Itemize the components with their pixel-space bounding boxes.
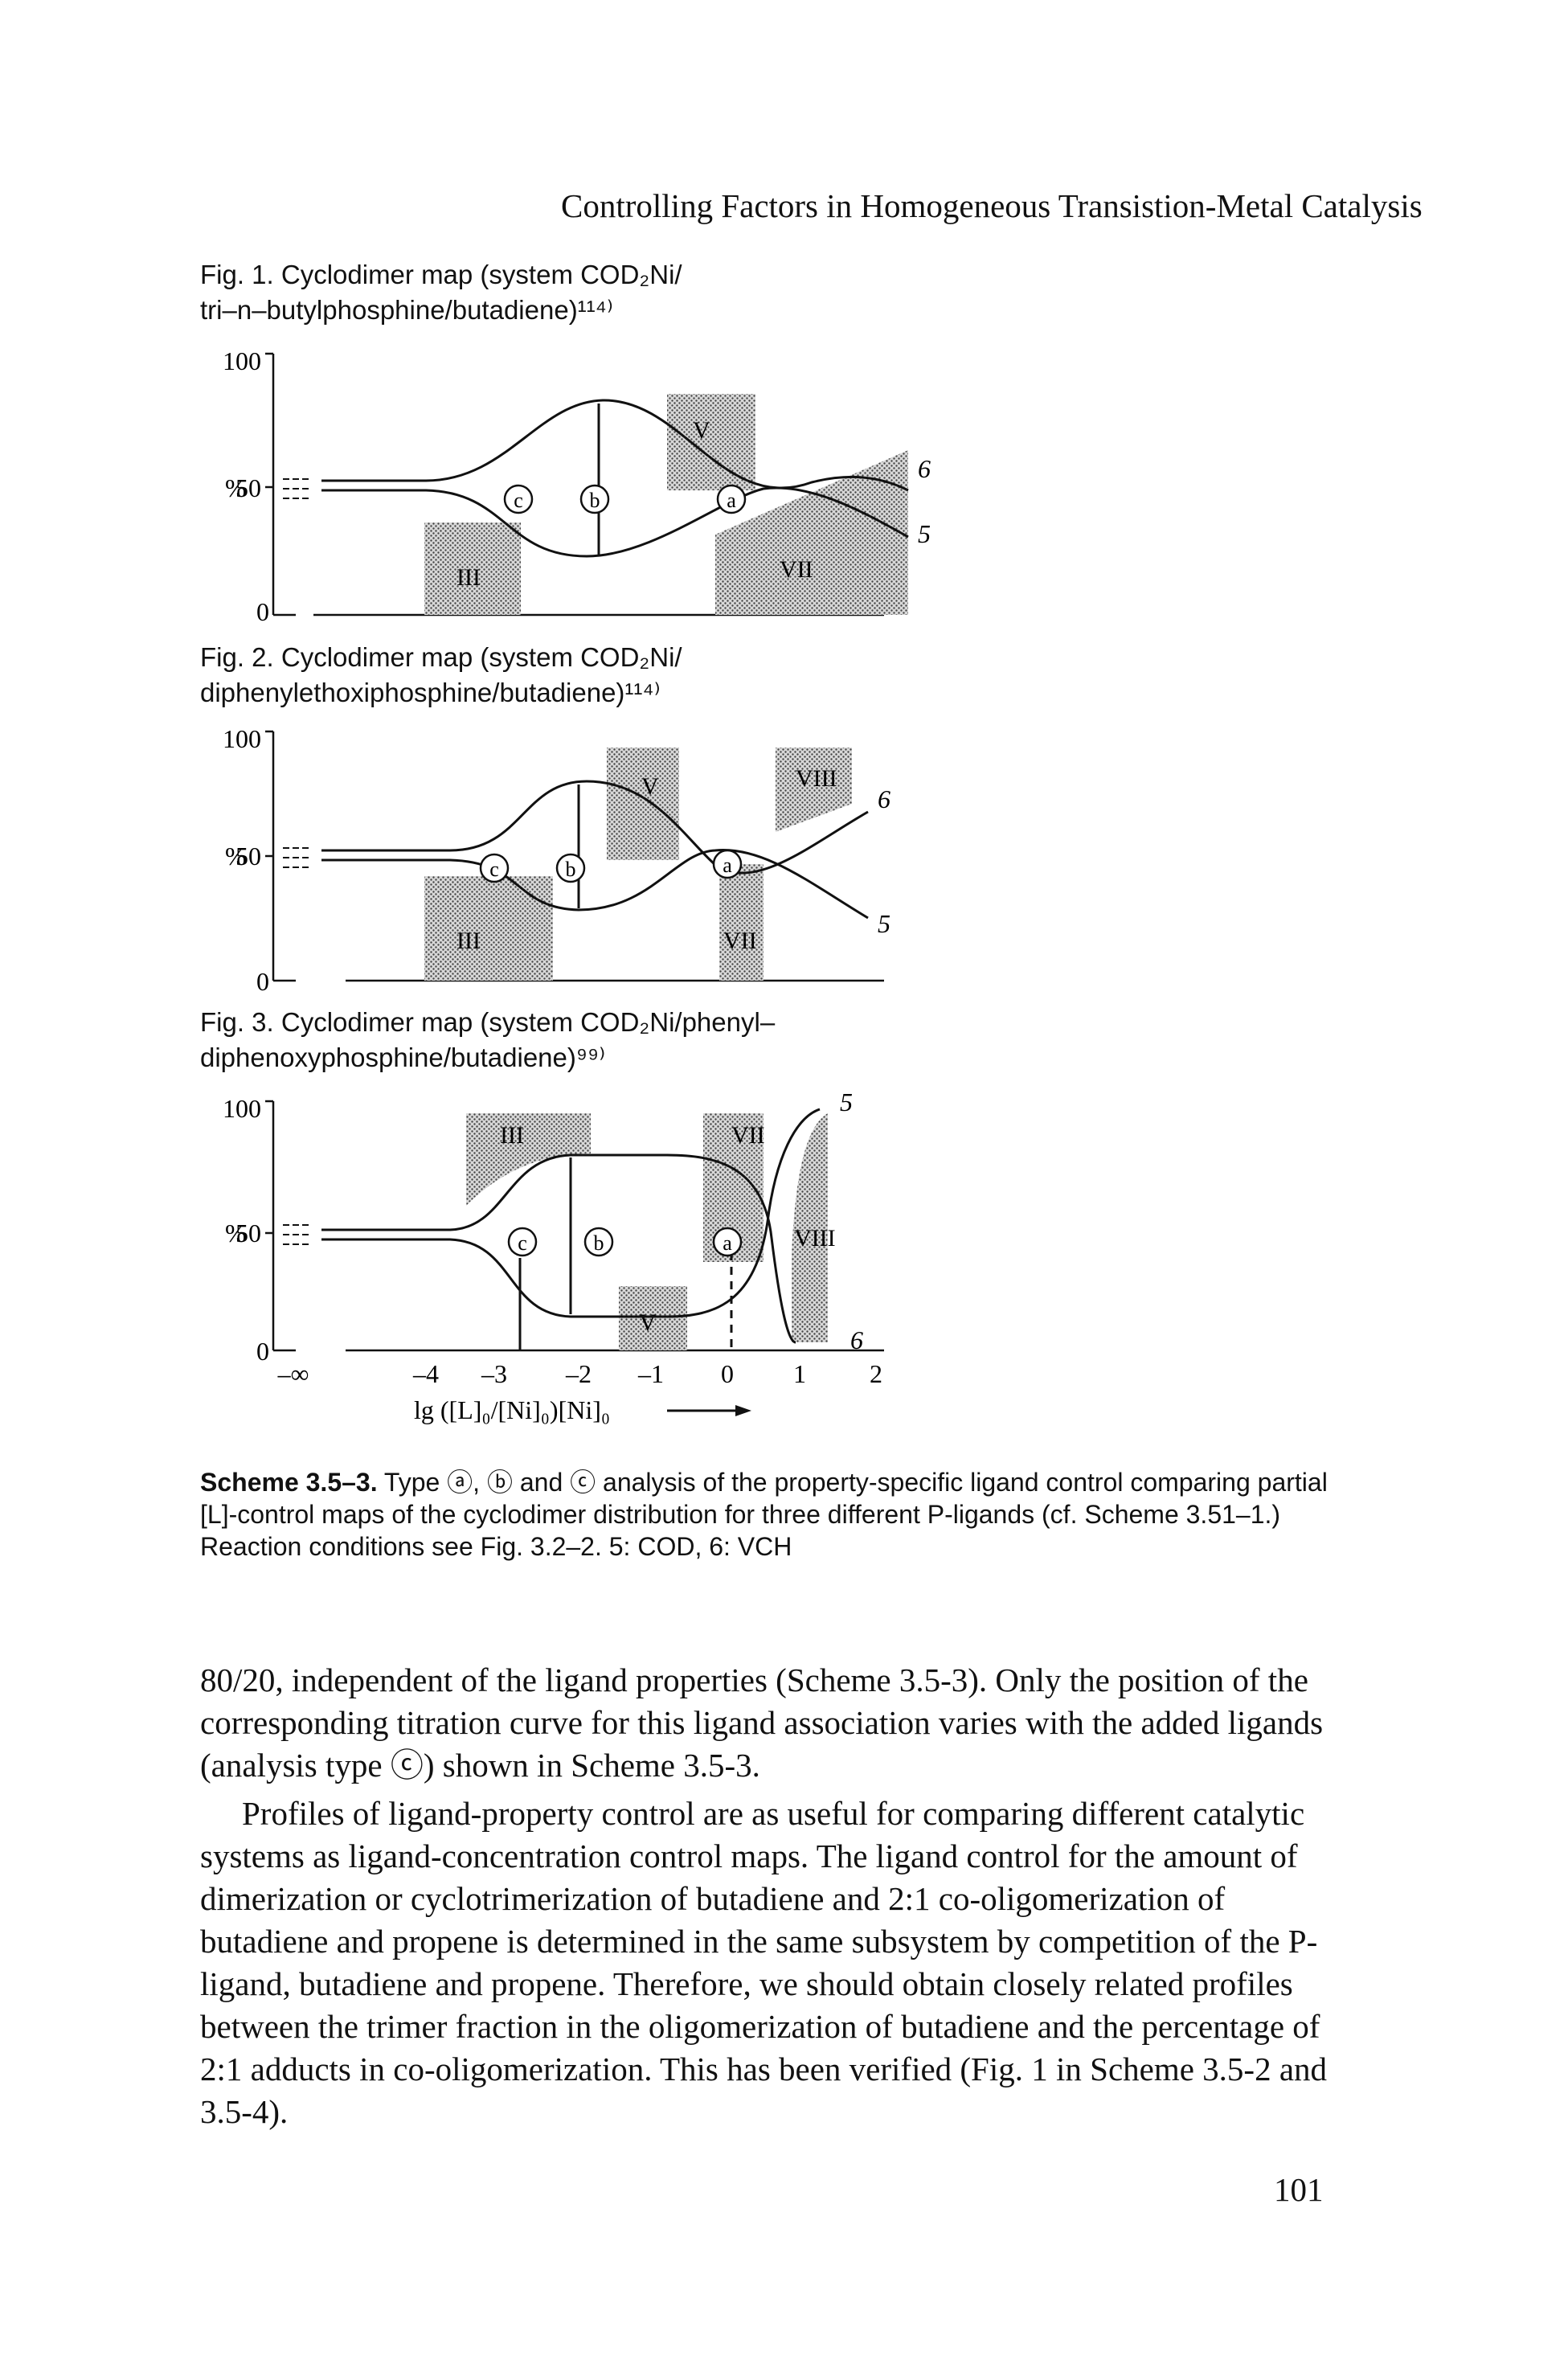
figure-2-caption: Fig. 2. Cyclodimer map (system COD₂Ni/ d… bbox=[200, 640, 682, 711]
curve-label-5: 5 bbox=[918, 519, 931, 548]
region-V bbox=[607, 748, 679, 860]
curve-label-6: 6 bbox=[878, 785, 890, 813]
x-tick-neg3: –3 bbox=[481, 1359, 507, 1388]
curve-label-6: 6 bbox=[918, 454, 931, 483]
figure-1-plot: 100 % 50 0 III V VII 6 5 c b a bbox=[223, 346, 931, 626]
curve-label-5: 5 bbox=[840, 1088, 853, 1116]
scheme-caption-label: Scheme 3.5–3. bbox=[200, 1468, 378, 1497]
x-axis-label: lg ([L]₀/[Ni]₀)[Ni]₀ bbox=[414, 1395, 610, 1424]
svg-text:c: c bbox=[514, 489, 523, 512]
region-III bbox=[424, 522, 521, 615]
y-tick-50: 50 bbox=[235, 473, 261, 502]
curve-6 bbox=[321, 780, 869, 875]
curve-label-6: 6 bbox=[850, 1325, 863, 1354]
y-tick-100: 100 bbox=[223, 724, 261, 753]
body-paragraph-2: Profiles of ligand-property control are … bbox=[200, 1795, 1328, 2130]
figure-3-caption: Fig. 3. Cyclodimer map (system COD₂Ni/ph… bbox=[200, 1005, 775, 1075]
curve-6 bbox=[321, 1108, 821, 1318]
y-tick-50: 50 bbox=[235, 1219, 261, 1248]
curve-5 bbox=[321, 849, 869, 920]
x-tick-neg-inf: –∞ bbox=[277, 1359, 309, 1388]
x-tick-neg2: –2 bbox=[565, 1359, 592, 1388]
figure-3-caption-line1: Fig. 3. Cyclodimer map (system COD₂Ni/ph… bbox=[200, 1007, 776, 1037]
y-unit: % bbox=[225, 473, 247, 502]
scheme-caption: Scheme 3.5–3. Type ⓐ, ⓑ and ⓒ analysis o… bbox=[200, 1466, 1341, 1563]
curve-6 bbox=[321, 399, 909, 492]
y-tick-0: 0 bbox=[256, 967, 269, 996]
region-label-III: III bbox=[456, 928, 481, 954]
region-label-III: III bbox=[500, 1122, 524, 1149]
region-label-V: V bbox=[639, 1309, 657, 1336]
figure-3-plot: 100 % 50 0 III V VII VIII 5 6 c b a –∞ –… bbox=[223, 1088, 884, 1424]
x-tick-1: 1 bbox=[793, 1359, 806, 1388]
figure-1-caption: Fig. 1. Cyclodimer map (system COD₂Ni/ t… bbox=[200, 257, 682, 328]
region-label-V: V bbox=[693, 417, 710, 444]
x-tick-2: 2 bbox=[870, 1359, 882, 1388]
region-label-VIII: VIII bbox=[796, 765, 837, 792]
figure-1-caption-line2: tri–n–butylphosphine/butadiene)¹¹⁴⁾ bbox=[200, 295, 613, 325]
running-header: Controlling Factors in Homogeneous Trans… bbox=[561, 187, 1423, 224]
curve-5 bbox=[321, 1153, 796, 1344]
svg-text:b: b bbox=[590, 489, 600, 512]
y-unit: % bbox=[225, 842, 247, 871]
figure-2-plot: 100 % 50 0 III V VII VIII 6 5 c b a bbox=[223, 724, 890, 996]
y-tick-100: 100 bbox=[223, 1094, 261, 1123]
marker-a: a bbox=[723, 854, 732, 877]
body-paragraph-1: 80/20, independent of the ligand propert… bbox=[200, 1661, 1324, 1784]
figure-2-caption-line1: Fig. 2. Cyclodimer map (system COD₂Ni/ bbox=[200, 642, 682, 672]
region-label-VII: VII bbox=[731, 1122, 765, 1149]
figure-3-caption-line2: diphenoxyphosphine/butadiene)⁹⁹⁾ bbox=[200, 1043, 606, 1072]
marker-b: b bbox=[594, 1231, 604, 1255]
scheme-caption-text: Type ⓐ, ⓑ and ⓒ analysis of the property… bbox=[200, 1468, 1328, 1561]
svg-text:a: a bbox=[727, 489, 736, 512]
y-tick-0: 0 bbox=[256, 597, 269, 626]
y-unit: % bbox=[225, 1219, 247, 1248]
x-tick-0: 0 bbox=[721, 1359, 734, 1388]
figure-1-caption-line1: Fig. 1. Cyclodimer map (system COD₂Ni/ bbox=[200, 260, 682, 289]
marker-c: c bbox=[489, 858, 499, 881]
region-VIII bbox=[792, 1113, 828, 1342]
region-VII bbox=[719, 864, 764, 981]
region-label-III: III bbox=[456, 564, 481, 591]
region-VII bbox=[715, 450, 908, 615]
marker-c: c bbox=[518, 1231, 527, 1255]
figure-2-caption-line2: diphenylethoxiphosphine/butadiene)¹¹⁴⁾ bbox=[200, 678, 661, 707]
y-tick-0: 0 bbox=[256, 1337, 269, 1366]
region-III bbox=[466, 1113, 591, 1206]
region-V bbox=[619, 1286, 687, 1350]
region-label-VII: VII bbox=[723, 928, 757, 954]
x-tick-labels: –∞ –4 –3 –2 –1 0 1 2 bbox=[277, 1359, 882, 1388]
region-label-VIII: VIII bbox=[794, 1225, 836, 1252]
curve-5 bbox=[321, 486, 909, 558]
marker-a: a bbox=[723, 1231, 732, 1255]
marker-b: b bbox=[566, 858, 576, 881]
marker-b bbox=[579, 484, 610, 514]
region-V bbox=[667, 394, 755, 490]
region-III bbox=[424, 876, 553, 981]
x-tick-neg4: –4 bbox=[412, 1359, 439, 1388]
y-tick-100: 100 bbox=[223, 346, 261, 375]
y-tick-50: 50 bbox=[235, 842, 261, 871]
region-VII bbox=[703, 1113, 764, 1262]
curve-label-5: 5 bbox=[878, 909, 890, 938]
x-tick-neg1: –1 bbox=[637, 1359, 664, 1388]
region-VIII bbox=[776, 748, 852, 832]
marker-a bbox=[716, 484, 747, 514]
region-label-V: V bbox=[641, 773, 659, 800]
region-label-VII: VII bbox=[780, 556, 813, 583]
page-number: 101 bbox=[1274, 2171, 1324, 2208]
marker-c bbox=[503, 484, 534, 514]
